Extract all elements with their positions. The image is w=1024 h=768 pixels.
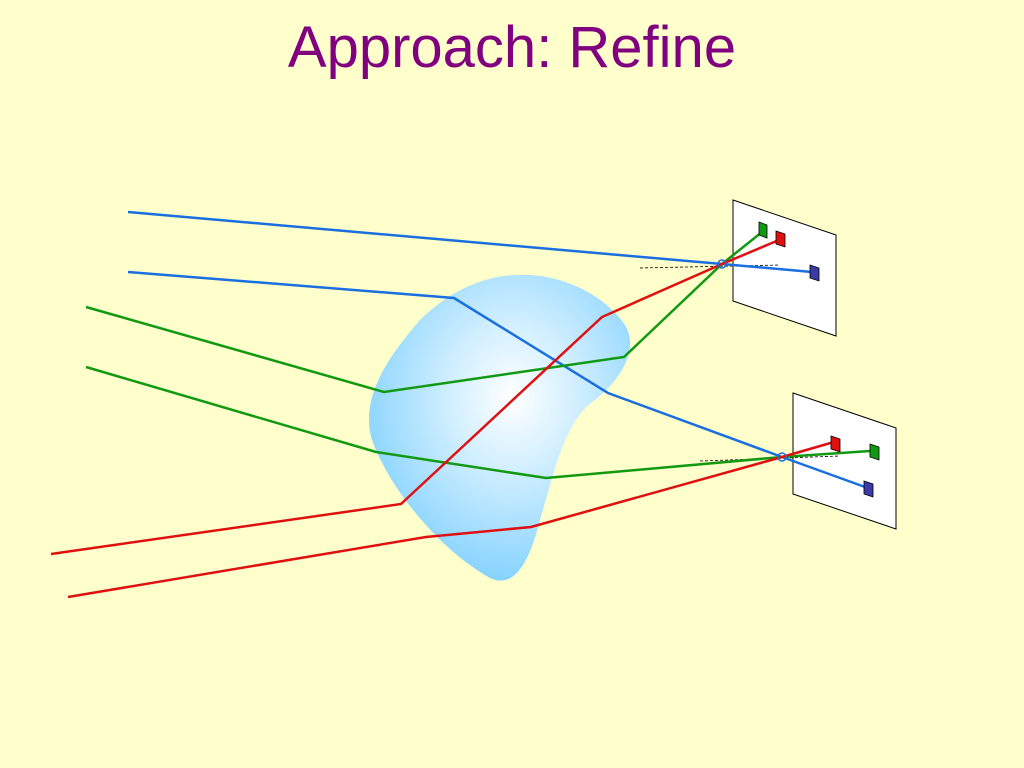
blue-marker-upper (809, 264, 820, 282)
slide-title: Approach: Refine (287, 15, 737, 80)
lens-blob (368, 274, 631, 581)
green-marker-upper (758, 221, 768, 239)
red-marker-upper (775, 230, 786, 248)
blue-ray-lower (127, 270, 866, 489)
red-ray-lower (67, 440, 835, 599)
blue-ray-upper (127, 210, 813, 274)
green-ray-upper (85, 231, 763, 394)
red-ray-upper (50, 238, 780, 556)
green-ray-lower (85, 365, 871, 480)
optical-axis-dash-upper (639, 264, 781, 269)
green-marker-lower (869, 443, 880, 461)
blue-marker-lower (863, 480, 874, 498)
image-plane-upper (732, 199, 837, 337)
image-plane-lower (792, 392, 897, 530)
focal-point-lower (777, 452, 787, 462)
red-marker-lower (830, 435, 841, 453)
focal-point-upper (717, 259, 727, 269)
